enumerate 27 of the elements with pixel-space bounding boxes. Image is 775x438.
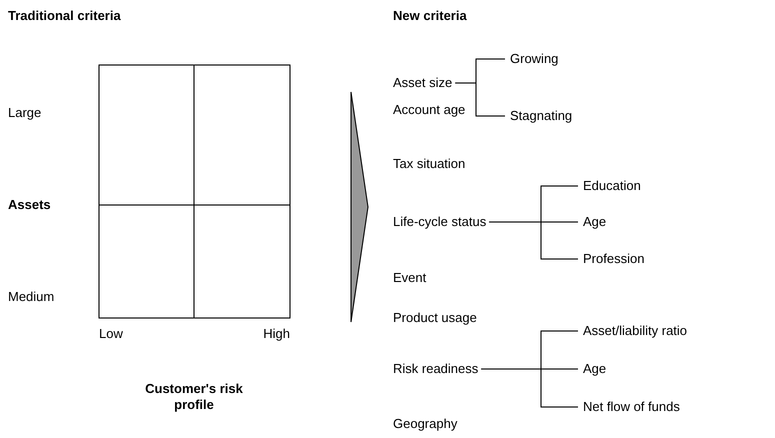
bracket-connector — [480, 368, 578, 408]
criterion-label: Risk readiness — [393, 361, 478, 377]
criterion-label: Geography — [393, 416, 458, 432]
criterion-label: Education — [583, 178, 641, 194]
criterion-label: Profession — [583, 251, 644, 267]
criterion-label: Stagnating — [510, 108, 572, 124]
axis-title: Assets — [8, 197, 51, 213]
criterion-label: Tax situation — [393, 156, 466, 172]
criterion-label: Account age — [393, 102, 466, 118]
bracket-connector — [454, 82, 506, 116]
criterion-label: Growing — [510, 51, 558, 67]
axis-label: Large — [8, 105, 42, 121]
axis-label: Low — [99, 326, 123, 342]
criterion-label: Product usage — [393, 310, 477, 326]
heading: Traditional criteria — [8, 8, 121, 24]
heading: New criteria — [393, 8, 467, 24]
criterion-label: Asset size — [393, 75, 452, 91]
axis-label: Medium — [8, 289, 54, 305]
criterion-label: Asset/liability ratio — [583, 323, 688, 339]
criterion-label: Age — [583, 361, 606, 377]
axis-label: High — [263, 326, 290, 342]
bracket-connector — [488, 222, 578, 260]
criterion-label: Life-cycle status — [393, 214, 486, 230]
criterion-label: Event — [393, 270, 426, 286]
criterion-label: Net flow of funds — [583, 399, 680, 415]
axis-title: Customer's risk profile — [144, 381, 244, 413]
criterion-label: Age — [583, 214, 606, 230]
